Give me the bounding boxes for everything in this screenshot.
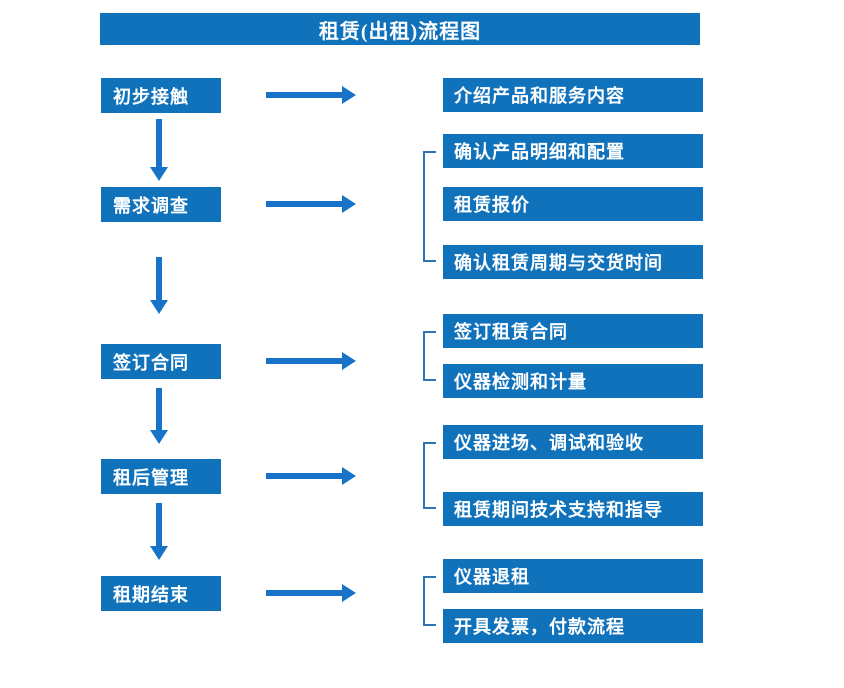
down-arrow-2 [149, 257, 169, 314]
group-bracket-demand-survey [423, 151, 436, 262]
detail-box-5: 签订租赁合同 [443, 314, 703, 348]
down-arrow-head-icon [150, 300, 168, 314]
step-box-post-rental-management: 租后管理 [101, 459, 221, 494]
right-arrow-head-icon [342, 86, 356, 104]
down-arrow-1 [149, 119, 169, 181]
detail-box-1: 介绍产品和服务内容 [443, 78, 703, 112]
flowchart-title: 租赁(出租)流程图 [100, 13, 700, 45]
right-arrow-shaft [266, 590, 345, 596]
detail-box-2: 确认产品明细和配置 [443, 134, 703, 168]
down-arrow-shaft [156, 119, 162, 170]
step-box-sign-contract: 签订合同 [101, 344, 221, 379]
detail-box-9: 仪器退租 [443, 559, 703, 593]
down-arrow-4 [149, 503, 169, 560]
right-arrow-shaft [266, 201, 345, 207]
down-arrow-shaft [156, 503, 162, 549]
right-arrow-5 [266, 583, 356, 603]
detail-box-8: 租赁期间技术支持和指导 [443, 492, 703, 526]
group-bracket-rental-end [423, 576, 436, 626]
detail-box-3: 租赁报价 [443, 187, 703, 221]
right-arrow-head-icon [342, 584, 356, 602]
right-arrow-head-icon [342, 352, 356, 370]
down-arrow-head-icon [150, 430, 168, 444]
group-bracket-sign-contract [423, 331, 436, 381]
detail-box-10: 开具发票，付款流程 [443, 609, 703, 643]
down-arrow-head-icon [150, 167, 168, 181]
detail-box-7: 仪器进场、调试和验收 [443, 425, 703, 459]
right-arrow-2 [266, 194, 356, 214]
right-arrow-3 [266, 351, 356, 371]
right-arrow-shaft [266, 473, 345, 479]
down-arrow-shaft [156, 257, 162, 303]
right-arrow-1 [266, 85, 356, 105]
down-arrow-head-icon [150, 546, 168, 560]
right-arrow-4 [266, 466, 356, 486]
down-arrow-shaft [156, 388, 162, 433]
step-box-demand-survey: 需求调查 [101, 187, 221, 222]
right-arrow-shaft [266, 92, 345, 98]
group-bracket-post-rental [423, 442, 436, 509]
step-box-rental-end: 租期结束 [101, 576, 221, 611]
detail-box-4: 确认租赁周期与交货时间 [443, 245, 703, 279]
right-arrow-head-icon [342, 467, 356, 485]
detail-box-6: 仪器检测和计量 [443, 364, 703, 398]
right-arrow-head-icon [342, 195, 356, 213]
down-arrow-3 [149, 388, 169, 444]
step-box-initial-contact: 初步接触 [101, 78, 221, 113]
right-arrow-shaft [266, 358, 345, 364]
